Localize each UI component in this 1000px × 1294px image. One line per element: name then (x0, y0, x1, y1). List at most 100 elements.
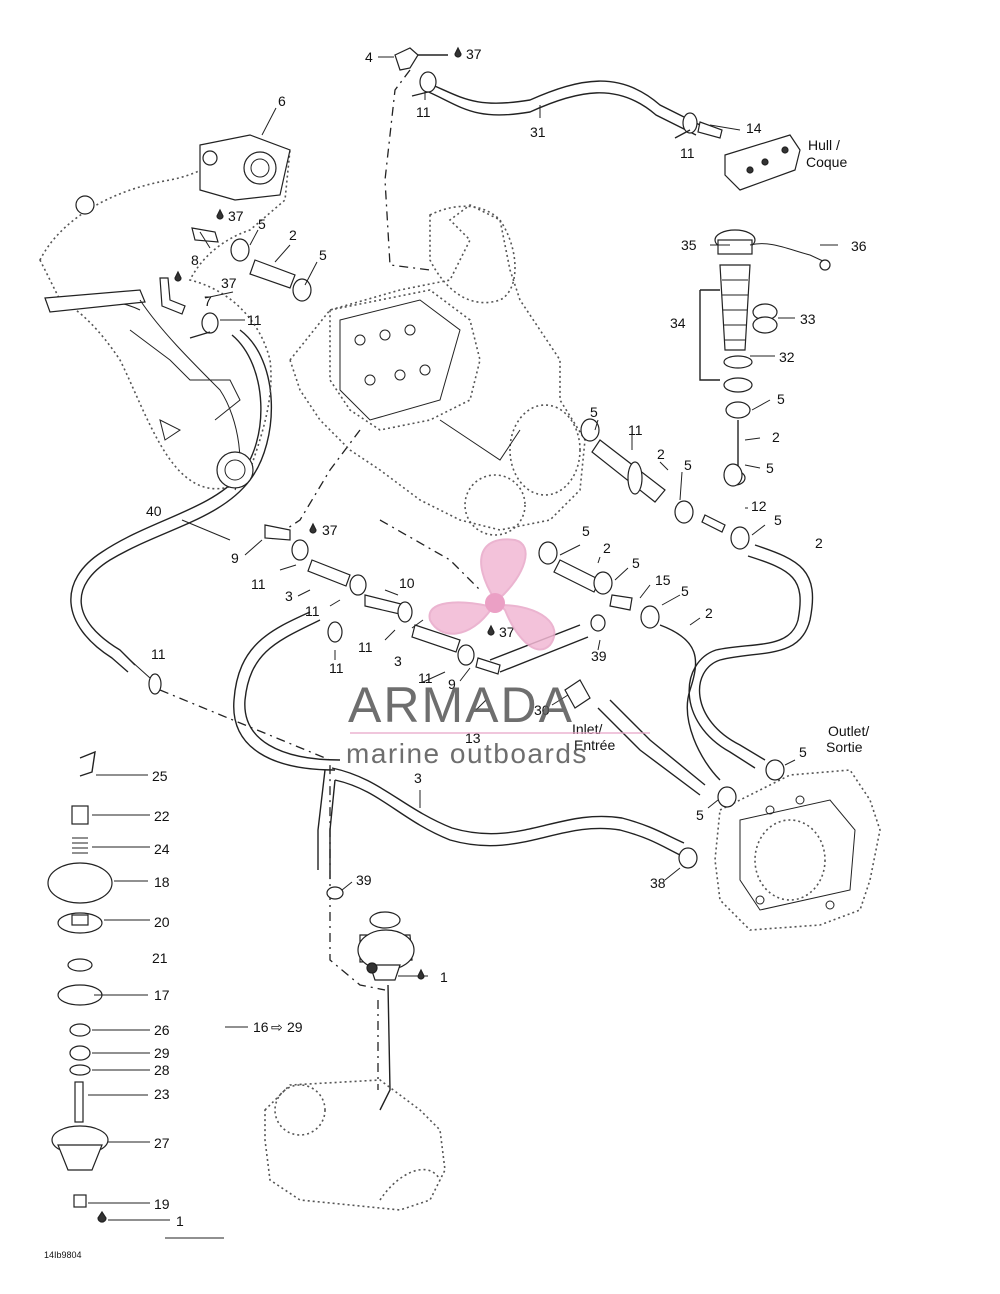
callout-1: 1 (176, 1213, 184, 1229)
callout-23: 23 (154, 1086, 170, 1102)
callout-15: 15 (655, 572, 671, 588)
callout-5: 5 (258, 216, 266, 232)
callout-39: 39 (356, 872, 372, 888)
callout-11: 11 (151, 646, 166, 662)
callout-30: 30 (534, 702, 550, 718)
callout-29: 29 (154, 1045, 170, 1061)
callout-1: 1 (440, 969, 448, 985)
clamp-11 (411, 71, 437, 97)
callout-14: 14 (746, 120, 762, 136)
fitting-7 (159, 277, 186, 315)
callout-37: 37 (499, 624, 515, 640)
hose-3 (334, 779, 681, 856)
callout-5: 5 (681, 583, 689, 599)
entree-label: Entrée (574, 737, 615, 753)
callout-8: 8 (191, 252, 199, 268)
callout-12: 12 (751, 498, 767, 514)
callout-35: 35 (681, 237, 697, 253)
fitting-8 (191, 227, 219, 243)
callout-37: 37 (221, 275, 237, 291)
callout-27: 27 (154, 1135, 170, 1151)
callout-40: 40 (146, 503, 162, 519)
callout-5: 5 (696, 807, 704, 823)
callout-5: 5 (319, 247, 327, 263)
callout-11: 11 (680, 145, 695, 161)
filler-neck (699, 229, 831, 486)
callout-5: 5 (632, 555, 640, 571)
callout-17: 17 (154, 987, 170, 1003)
sortie-label: Sortie (826, 739, 863, 755)
callout-labels: 37 4 11 31 14 11 Hull / Coque 6 37 5 2 8… (44, 46, 869, 1260)
callout-4: 4 (365, 49, 373, 65)
oil-reservoir (357, 911, 415, 981)
callout-39: 39 (591, 648, 607, 664)
callout-9: 9 (231, 550, 239, 566)
exhaust-manifold (39, 134, 291, 491)
callout-26: 26 (154, 1022, 170, 1038)
engine-block (289, 204, 586, 536)
hose-2a (249, 259, 296, 289)
oil-drop-icon (454, 46, 462, 58)
callout-11: 11 (305, 603, 320, 619)
callout-5: 5 (590, 404, 598, 420)
callout-11: 11 (251, 576, 266, 592)
callout-5: 5 (777, 391, 785, 407)
callout-11: 11 (329, 660, 344, 676)
figure-code: 14Ib9804 (44, 1250, 82, 1260)
callout-36: 36 (851, 238, 867, 254)
callout-3: 3 (414, 770, 422, 786)
callout-2: 2 (815, 535, 823, 551)
oil-drop-icon (417, 968, 425, 980)
callout-28: 28 (154, 1062, 170, 1078)
callout-3: 3 (285, 588, 293, 604)
hose-31 (419, 79, 701, 126)
inlet-label: Inlet/ (572, 721, 602, 737)
callout-7: 7 (204, 293, 212, 309)
arrow-16-29: ⇨ (271, 1019, 283, 1035)
callout-31: 31 (530, 124, 546, 140)
callout-10: 10 (399, 575, 415, 591)
clamp-11c (189, 312, 219, 339)
callout-37: 37 (228, 208, 244, 224)
callout-37: 37 (322, 522, 338, 538)
callout-5: 5 (766, 460, 774, 476)
callout-2: 2 (657, 446, 665, 462)
callout-34: 34 (670, 315, 686, 331)
callout-24: 24 (154, 841, 170, 857)
coque-label: Coque (806, 154, 847, 170)
callout-2: 2 (289, 227, 297, 243)
callout-5: 5 (582, 523, 590, 539)
clamp-11b (674, 112, 723, 139)
callout-37: 37 (466, 46, 482, 62)
callout-2: 2 (705, 605, 713, 621)
callout-2: 2 (772, 429, 780, 445)
callout-20: 20 (154, 914, 170, 930)
oil-drop-icons (174, 46, 495, 980)
oil-drop-icon (174, 270, 182, 282)
callout-6: 6 (278, 93, 286, 109)
callout-11: 11 (628, 422, 643, 438)
clamp-5b (292, 278, 312, 302)
callout-16: 16 (253, 1019, 269, 1035)
outlet-label: Outlet/ (828, 723, 869, 739)
callout-11: 11 (418, 670, 433, 686)
callout-29: 29 (287, 1019, 303, 1035)
callout-3: 3 (394, 653, 402, 669)
watermark: ARMADA marine outboards (346, 538, 650, 769)
oil-drop-icon (487, 624, 495, 636)
callout-38: 38 (650, 875, 666, 891)
callout-5: 5 (774, 512, 782, 528)
callout-25: 25 (152, 768, 168, 784)
callout-11: 11 (247, 312, 262, 328)
callout-11: 11 (358, 639, 373, 655)
hull-label: Hull / (808, 137, 840, 153)
hull-fitting (724, 134, 801, 191)
callout-18: 18 (154, 874, 170, 890)
callout-19: 19 (154, 1196, 170, 1212)
propeller-logo-icon (428, 538, 556, 651)
watermark-tagline: marine outboards (346, 738, 588, 769)
callout-13: 13 (465, 730, 481, 746)
hose-40 (80, 329, 272, 666)
callout-5: 5 (799, 744, 807, 760)
